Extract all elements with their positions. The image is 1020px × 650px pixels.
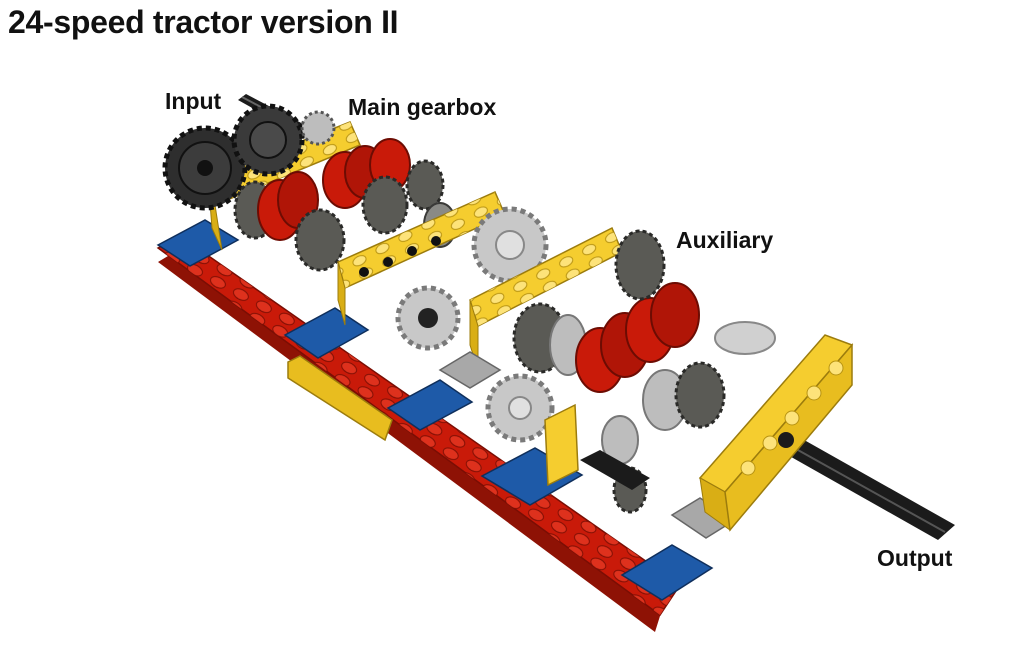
yellow-pillar bbox=[544, 403, 579, 487]
main-gearbox-gears bbox=[233, 138, 457, 272]
output-axle bbox=[770, 432, 955, 540]
input-label: Input bbox=[165, 88, 222, 114]
main-gearbox-label: Main gearbox bbox=[348, 94, 497, 120]
output-label: Output bbox=[877, 545, 953, 571]
page-title: 24-speed tractor version II bbox=[8, 4, 399, 40]
auxiliary-gears bbox=[512, 229, 776, 514]
gray-tiles bbox=[438, 351, 737, 539]
yellow-bracket bbox=[287, 355, 393, 442]
aux-yellow-beam-back bbox=[469, 226, 623, 371]
main-yellow-beam-front bbox=[337, 191, 506, 326]
input-gears bbox=[162, 103, 336, 211]
auxiliary-label: Auxiliary bbox=[676, 227, 774, 253]
aux-yellow-beam-front bbox=[698, 334, 854, 532]
transfer-gears bbox=[395, 206, 555, 443]
